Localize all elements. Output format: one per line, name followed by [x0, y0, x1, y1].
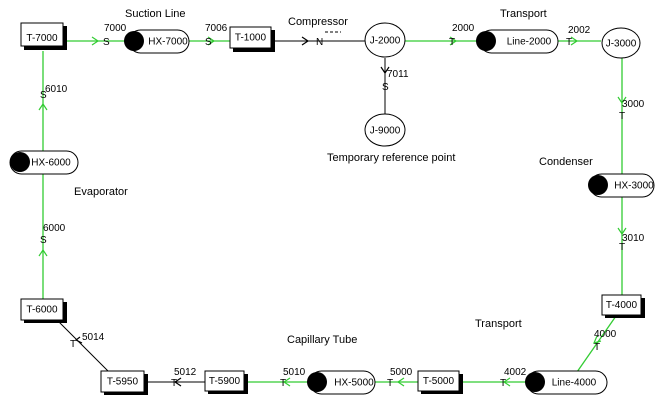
- type-5014: T: [70, 339, 76, 350]
- node-t1000-label: T-1000: [235, 33, 267, 44]
- arrow-5010: [282, 377, 291, 387]
- node-hx7000[interactable]: HX-7000: [124, 29, 190, 54]
- type-7011: S: [382, 82, 389, 93]
- arrow-6000: [38, 248, 48, 257]
- label-link-2002: 2002: [568, 25, 591, 36]
- node-t6000-label: T-6000: [26, 305, 58, 316]
- label-capillary-tube: Capillary Tube: [287, 334, 357, 346]
- type-7006: S: [205, 37, 212, 48]
- label-link-4002: 4002: [504, 367, 527, 378]
- arrow-7011: [380, 66, 390, 75]
- label-link-4000: 4000: [594, 329, 617, 340]
- node-line4000-label: Line-4000: [552, 378, 597, 389]
- node-j9000-label: J-9000: [370, 126, 401, 137]
- arrow-2000: [449, 36, 458, 46]
- label-temporary-reference-point: Temporary reference point: [327, 152, 455, 164]
- label-link-7000: 7000: [104, 23, 127, 34]
- type-5010: T: [280, 378, 286, 389]
- node-t4000[interactable]: T-4000: [601, 294, 645, 318]
- label-link-7006: 7006: [205, 23, 228, 34]
- node-t6000[interactable]: T-6000: [20, 298, 67, 323]
- node-t5900-label: T-5900: [209, 376, 241, 387]
- node-t5000-label: T-5000: [423, 376, 455, 387]
- node-hx6000-label: HX-6000: [31, 158, 71, 169]
- arrow-5014: [74, 336, 83, 344]
- label-link-6000: 6000: [43, 223, 66, 234]
- arrow-3000: [617, 96, 627, 105]
- type-3000: T: [619, 111, 625, 122]
- node-j2000[interactable]: J-2000: [364, 22, 406, 58]
- label-link-2000: 2000: [452, 23, 475, 34]
- node-line2000[interactable]: Line-2000: [476, 29, 559, 54]
- type-6010: S: [40, 90, 47, 101]
- node-t1000[interactable]: T-1000: [229, 26, 275, 52]
- arrow-4002: [502, 377, 511, 387]
- node-t5900[interactable]: T-5900: [204, 370, 248, 394]
- arrow-4000: [592, 335, 602, 344]
- node-t7000-label: T-7000: [26, 33, 58, 44]
- label-link-5010: 5010: [283, 367, 306, 378]
- arrow-5000: [396, 377, 405, 387]
- type-compressor: N: [316, 37, 323, 48]
- label-link-3000: 3000: [622, 99, 645, 110]
- type-4000: T: [594, 342, 600, 353]
- label-link-5012: 5012: [174, 367, 197, 378]
- label-transport-bottom: Transport: [475, 318, 522, 330]
- node-line2000-label: Line-2000: [507, 37, 552, 48]
- node-hx7000-label: HX-7000: [148, 37, 188, 48]
- label-transport-top: Transport: [500, 8, 547, 20]
- node-hx6000[interactable]: HX-6000: [9, 150, 79, 175]
- type-4002: T: [500, 378, 506, 389]
- node-j3000[interactable]: J-3000: [601, 27, 641, 59]
- arrow-6010: [38, 102, 48, 111]
- label-link-5000: 5000: [390, 367, 413, 378]
- link-5014[interactable]: [56, 319, 109, 372]
- type-5012: T: [171, 378, 177, 389]
- arrow-7006: [207, 36, 216, 46]
- node-j9000[interactable]: J-9000: [364, 113, 406, 147]
- node-hx3000-label: HX-3000: [614, 181, 654, 192]
- label-evaporator: Evaporator: [74, 186, 128, 198]
- arrow-7000: [91, 36, 100, 46]
- arrow-2002: [570, 36, 579, 46]
- node-t7000[interactable]: T-7000: [20, 22, 67, 50]
- label-link-7011: 7011: [387, 69, 409, 80]
- label-condenser: Condenser: [539, 156, 593, 168]
- type-2000: T: [449, 37, 455, 48]
- node-t4000-label: T-4000: [606, 300, 638, 311]
- label-suction-line: Suction Line: [125, 8, 186, 20]
- node-line4000[interactable]: Line-4000: [525, 370, 608, 395]
- node-t5000[interactable]: T-5000: [417, 370, 463, 394]
- arrow-5012: [173, 377, 182, 387]
- type-3010: T: [619, 242, 625, 253]
- node-j2000-label: J-2000: [370, 36, 401, 47]
- node-t5950[interactable]: T-5950: [100, 370, 148, 395]
- label-link-6010: 6010: [45, 84, 68, 95]
- type-7000: S: [103, 37, 110, 48]
- node-t5950-label: T-5950: [107, 377, 139, 388]
- label-link-5014: 5014: [82, 332, 105, 343]
- link-4000[interactable]: [576, 315, 617, 373]
- node-hx5000-label: HX-5000: [334, 378, 374, 389]
- label-compressor: Compressor: [288, 16, 348, 28]
- arrow-3010: [617, 227, 627, 236]
- label-link-3010: 3010: [622, 233, 645, 244]
- node-hx3000[interactable]: HX-3000: [588, 173, 655, 198]
- node-j3000-label: J-3000: [606, 39, 637, 50]
- type-2002: T: [566, 37, 572, 48]
- type-5000: T: [387, 378, 393, 389]
- type-6000: S: [40, 235, 47, 246]
- arrow-compressor: [301, 36, 310, 46]
- node-hx5000[interactable]: HX-5000: [307, 370, 376, 395]
